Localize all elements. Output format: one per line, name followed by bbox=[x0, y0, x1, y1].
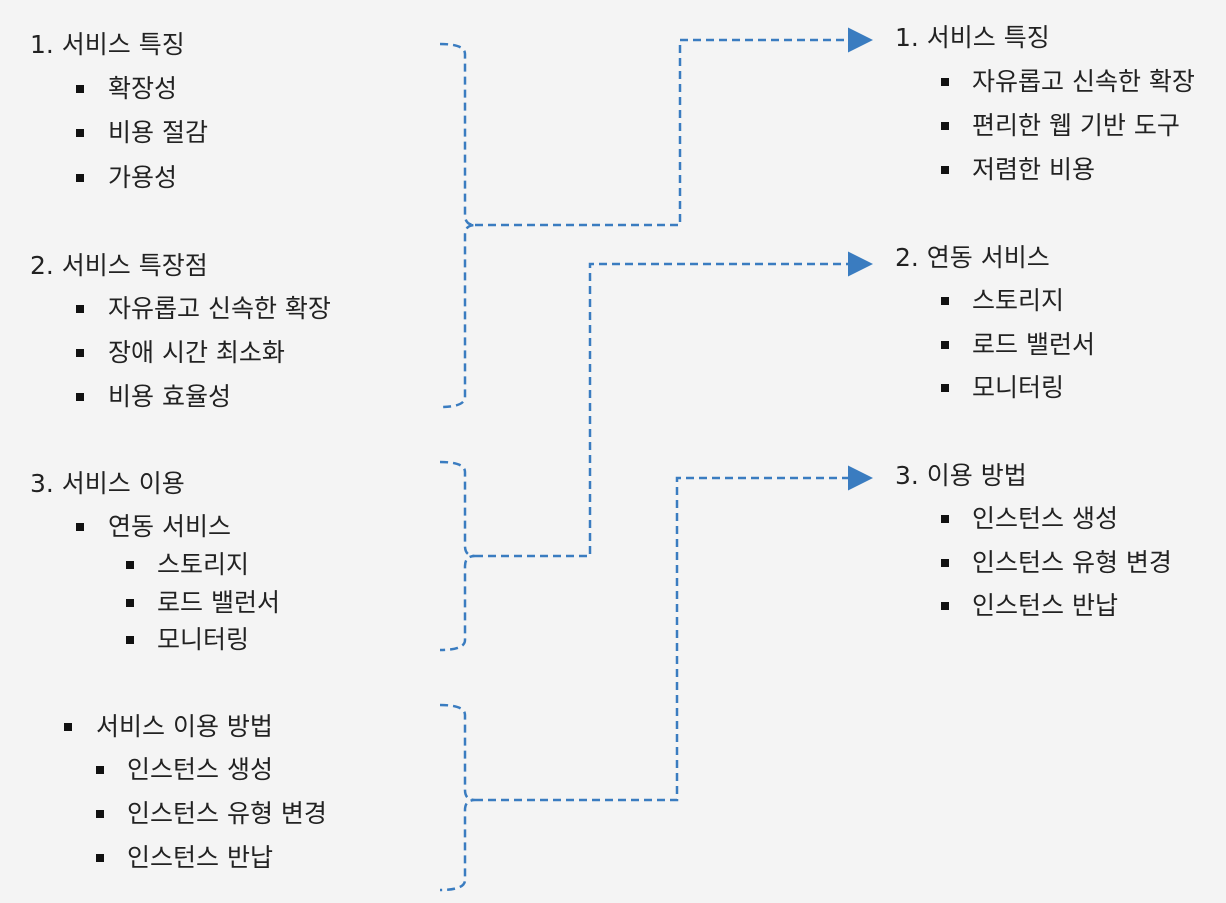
bullet-icon bbox=[76, 85, 84, 93]
bullet-icon bbox=[64, 723, 72, 731]
right-section-3-title: 3. 이용 방법 bbox=[895, 461, 1027, 490]
bullet-icon bbox=[76, 305, 84, 313]
left-section-2-title: 2. 서비스 특장점 bbox=[30, 251, 208, 280]
left-s2-item: 자유롭고 신속한 확장 bbox=[108, 294, 331, 323]
bullet-icon bbox=[126, 599, 134, 607]
left-s4-subitem: 인스턴스 반납 bbox=[127, 843, 273, 872]
bullet-icon bbox=[126, 561, 134, 569]
left-s4-subitem: 인스턴스 유형 변경 bbox=[127, 799, 327, 828]
right-r1-item: 저렴한 비용 bbox=[972, 155, 1095, 184]
bullet-icon bbox=[76, 393, 84, 401]
bullet-icon bbox=[941, 515, 949, 523]
arrow-to-right-2 bbox=[475, 251, 873, 558]
arrow-to-right-3 bbox=[475, 465, 873, 802]
left-section-1-title: 1. 서비스 특징 bbox=[30, 30, 185, 59]
right-r2-item: 모니터링 bbox=[972, 373, 1065, 402]
bullet-icon bbox=[96, 766, 104, 774]
left-s1-item: 가용성 bbox=[108, 163, 178, 192]
left-s3-subitem: 모니터링 bbox=[157, 625, 250, 654]
right-r3-item: 인스턴스 생성 bbox=[972, 504, 1118, 533]
right-r3-item: 인스턴스 유형 변경 bbox=[972, 548, 1172, 577]
bullet-icon bbox=[76, 129, 84, 137]
bullet-icon bbox=[941, 341, 949, 349]
bullet-icon bbox=[96, 810, 104, 818]
right-section-1-title: 1. 서비스 특징 bbox=[895, 23, 1050, 52]
bullet-icon bbox=[126, 636, 134, 644]
bullet-icon bbox=[941, 384, 949, 392]
right-r1-item: 편리한 웹 기반 도구 bbox=[972, 111, 1180, 140]
left-s3-subitem: 스토리지 bbox=[157, 550, 250, 579]
left-s3-item: 연동 서비스 bbox=[108, 512, 231, 541]
bullet-icon bbox=[941, 78, 949, 86]
bullet-icon bbox=[941, 297, 949, 305]
right-r2-item: 스토리지 bbox=[972, 286, 1065, 315]
bullet-icon bbox=[941, 559, 949, 567]
bullet-icon bbox=[941, 166, 949, 174]
bullet-icon bbox=[76, 349, 84, 357]
bracket-section-3 bbox=[439, 460, 476, 652]
bullet-icon bbox=[76, 523, 84, 531]
bracket-usage-method bbox=[439, 703, 476, 892]
left-s3-subitem: 로드 밸런서 bbox=[157, 588, 280, 617]
right-r2-item: 로드 밸런서 bbox=[972, 330, 1095, 359]
left-section-3-title: 3. 서비스 이용 bbox=[30, 469, 185, 498]
bullet-icon bbox=[941, 602, 949, 610]
bullet-icon bbox=[96, 854, 104, 862]
right-r3-item: 인스턴스 반납 bbox=[972, 591, 1118, 620]
left-s4-subitem: 인스턴스 생성 bbox=[127, 755, 273, 784]
arrow-to-right-1 bbox=[475, 27, 873, 227]
left-s4-item: 서비스 이용 방법 bbox=[96, 712, 273, 741]
right-r1-item: 자유롭고 신속한 확장 bbox=[972, 67, 1195, 96]
left-s1-item: 비용 절감 bbox=[108, 118, 208, 147]
bullet-icon bbox=[76, 174, 84, 182]
left-s2-item: 장애 시간 최소화 bbox=[108, 338, 285, 367]
left-s2-item: 비용 효율성 bbox=[108, 382, 231, 411]
right-section-2-title: 2. 연동 서비스 bbox=[895, 243, 1050, 272]
bullet-icon bbox=[941, 122, 949, 130]
left-s1-item: 확장성 bbox=[108, 74, 178, 103]
bracket-sections-1-2 bbox=[439, 42, 476, 409]
